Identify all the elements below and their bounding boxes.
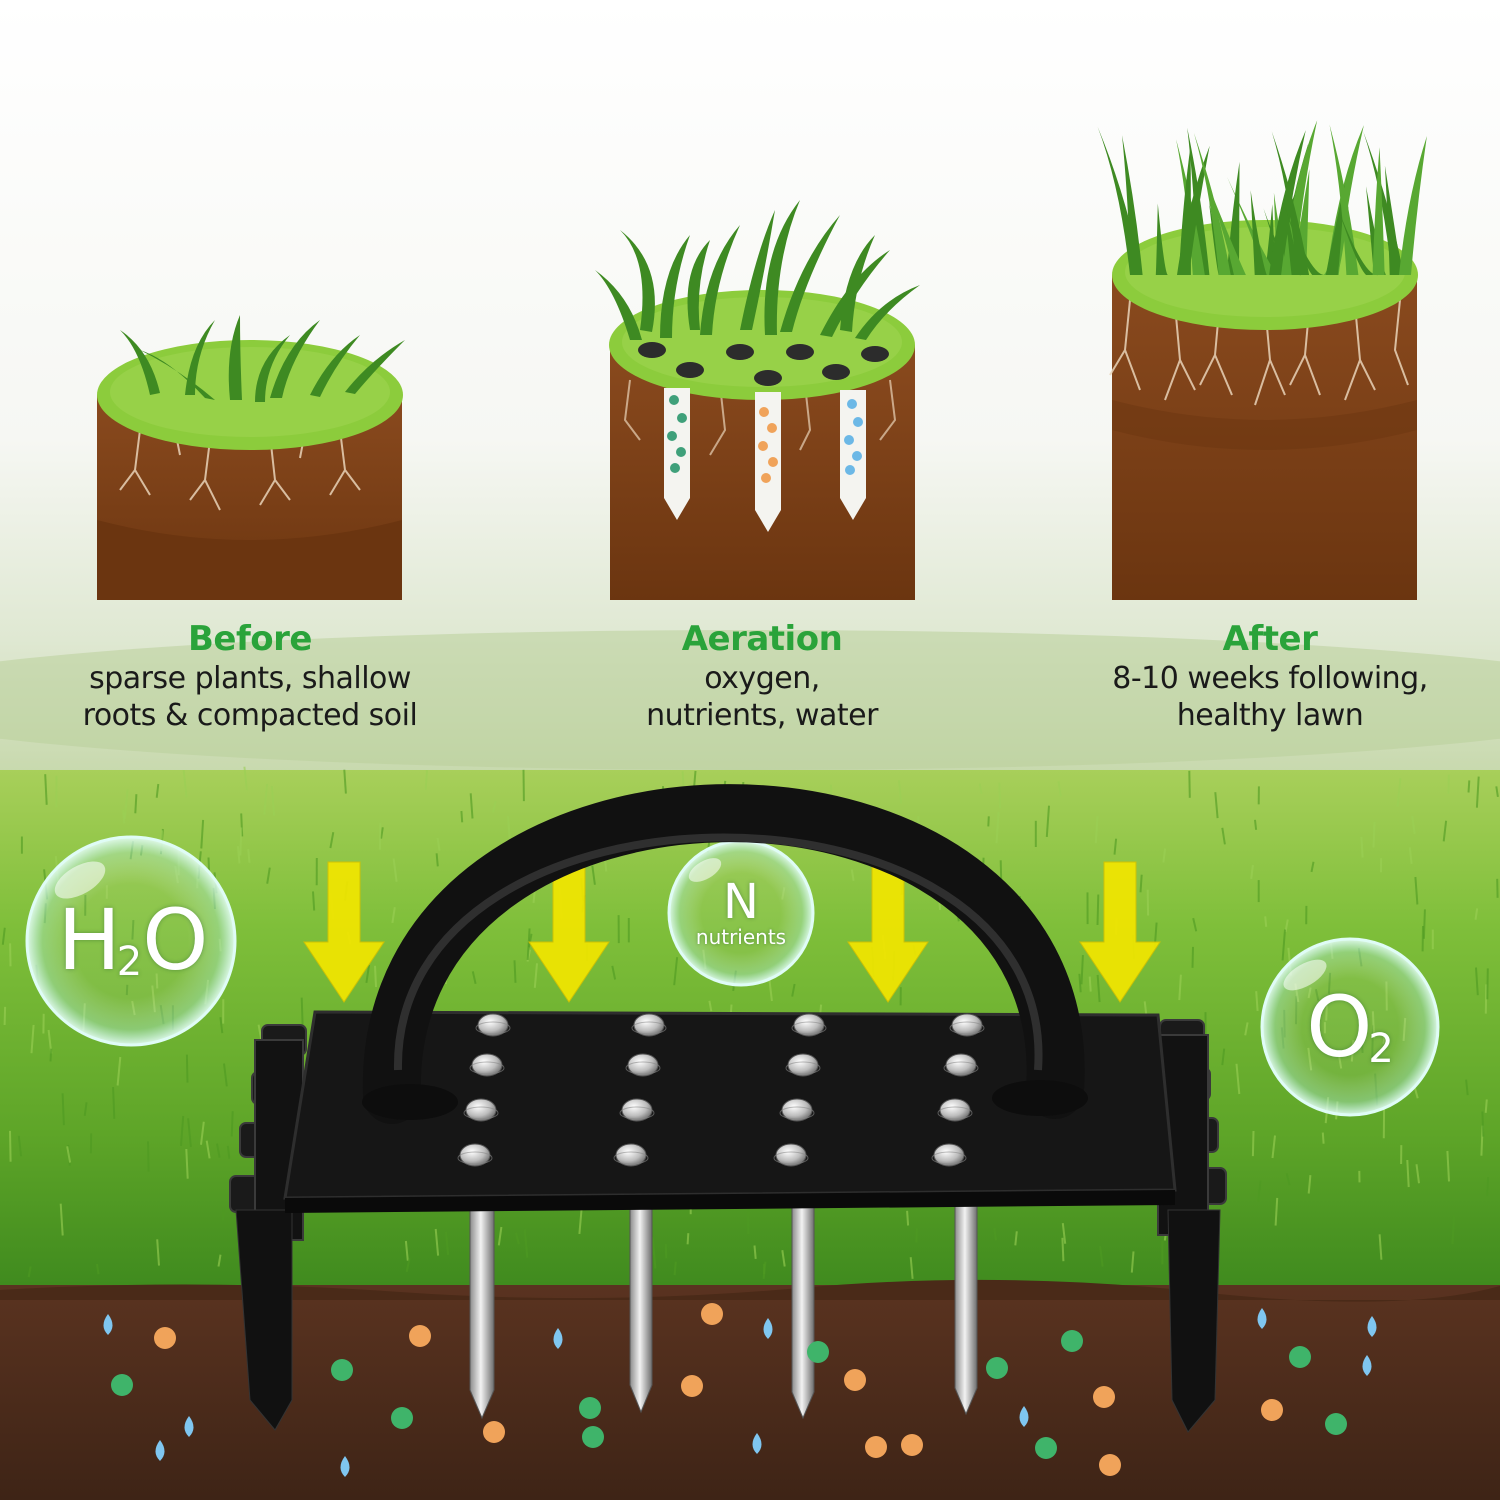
stage-after: After 8-10 weeks following, healthy lawn — [1040, 618, 1500, 734]
stage-after-desc-line-2: healthy lawn — [1176, 698, 1364, 733]
before-soil-block — [97, 315, 405, 600]
oxygen-label: O2 — [1262, 985, 1438, 1091]
yellow-arrows — [303, 861, 1161, 1003]
stage-after-title: After — [1222, 619, 1318, 659]
aeration-holes — [638, 342, 889, 386]
water-label-sub: 2 — [116, 939, 143, 985]
handle — [362, 784, 1085, 1124]
soil-edge — [0, 1279, 1500, 1302]
water-label: H2O — [31, 898, 231, 1004]
water-label-h: H — [57, 891, 121, 989]
stage-before-desc-line-2: roots & compacted soil — [82, 698, 418, 733]
nitrogen-label: N nutrients — [669, 878, 813, 948]
arrow-down-icon — [528, 861, 610, 1003]
nitrogen-label-sub: nutrients — [695, 925, 787, 949]
spikes — [469, 1189, 978, 1420]
after-grass-blades — [1097, 120, 1427, 276]
stage-before: Before sparse plants, shallow roots & co… — [20, 618, 480, 734]
aeration-oxygen-dots — [667, 395, 687, 473]
aeration-grass-blades — [595, 200, 920, 340]
arrow-down-icon — [1079, 861, 1161, 1003]
aeration-nutrient-dots — [758, 407, 778, 483]
stage-aeration: Aeration oxygen, nutrients, water — [532, 618, 992, 734]
stage-after-desc-line-1: 8-10 weeks following, — [1112, 661, 1428, 696]
distant-trees — [0, 630, 1500, 770]
nitrogen-label-n: N — [723, 874, 759, 930]
arrow-down-icon — [303, 861, 385, 1003]
stage-before-title: Before — [188, 619, 312, 659]
after-soil-block — [1097, 120, 1427, 600]
outer-tines — [235, 1209, 1221, 1433]
aeration-soil-block — [595, 200, 920, 600]
aerator-tool — [229, 784, 1227, 1433]
after-roots — [1109, 299, 1409, 406]
oxygen-bubble-icon — [1260, 937, 1440, 1117]
soil-layer — [0, 1285, 1500, 1500]
stage-aeration-desc-line-1: oxygen, — [704, 661, 820, 696]
right-tubes — [1157, 1019, 1227, 1236]
bolts — [457, 1013, 985, 1167]
stage-aeration-title: Aeration — [681, 619, 843, 659]
stage-aeration-desc-line-2: nutrients, water — [646, 698, 878, 733]
stage-before-desc-line-1: sparse plants, shallow — [89, 661, 411, 696]
before-grass-blades — [120, 315, 405, 402]
water-bubble-icon — [25, 835, 237, 1047]
oxygen-label-o: O — [1306, 978, 1372, 1076]
water-label-o: O — [142, 891, 208, 989]
soil-particles — [103, 1303, 1377, 1477]
oxygen-label-sub: 2 — [1368, 1026, 1394, 1072]
aeration-water-dots — [844, 399, 863, 475]
aeration-roots — [623, 379, 897, 456]
